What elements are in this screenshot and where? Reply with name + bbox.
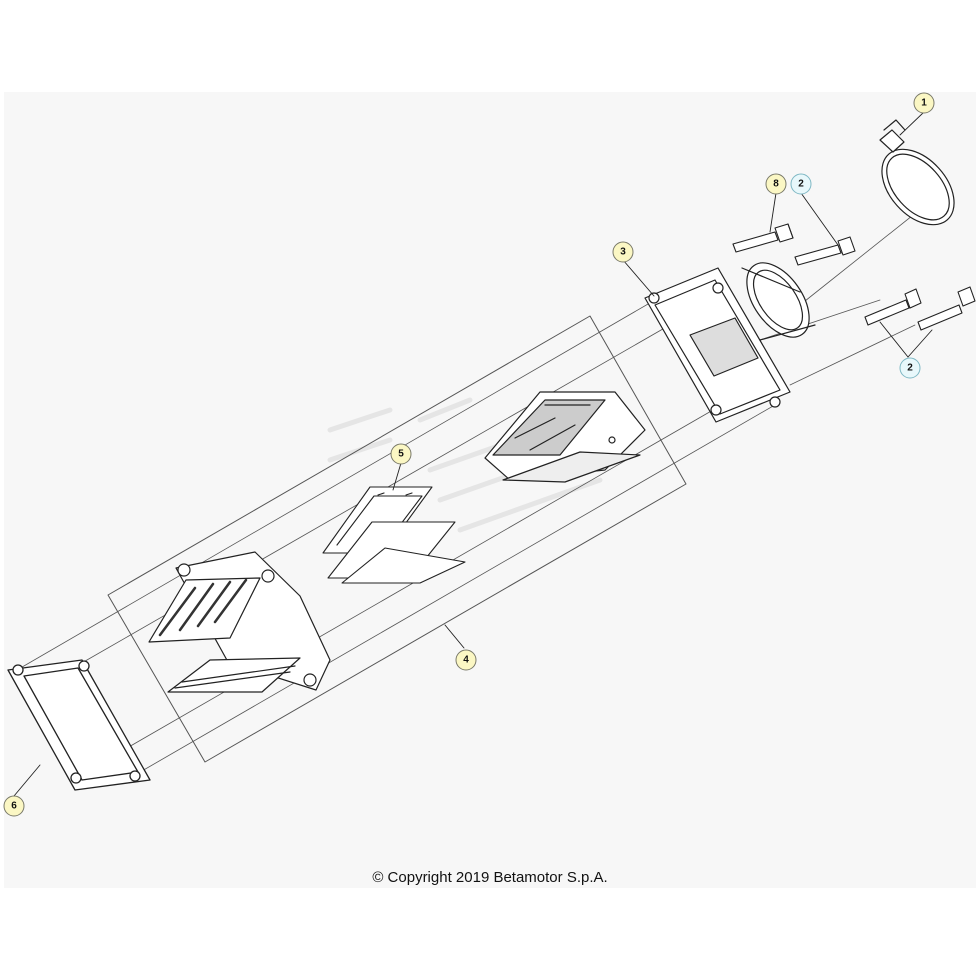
callout-2-lower-label: 2 bbox=[907, 363, 913, 374]
reed-block bbox=[148, 551, 331, 693]
callout-3-label: 3 bbox=[620, 247, 626, 258]
callout-4-badge bbox=[455, 649, 477, 671]
callout-8: 8 bbox=[765, 173, 787, 195]
callout-2-lower-badge bbox=[899, 357, 921, 379]
intake-manifold bbox=[644, 262, 816, 423]
callout-8-badge bbox=[765, 173, 787, 195]
callout-1: 1 bbox=[913, 92, 935, 114]
reed-petals bbox=[322, 486, 466, 584]
drawing-sheet bbox=[4, 92, 976, 888]
callout-2-lower: 2 bbox=[899, 357, 921, 379]
callout-6-badge bbox=[3, 795, 25, 817]
bolt-8 bbox=[732, 223, 794, 253]
callout-4: 4 bbox=[455, 649, 477, 671]
reed-cage-upper bbox=[484, 391, 646, 483]
bolt-2-lower-b bbox=[917, 286, 976, 331]
callout-5-label: 5 bbox=[398, 449, 404, 460]
callout-1-label: 1 bbox=[921, 98, 927, 109]
leader-lines bbox=[13, 111, 933, 797]
copyright-notice: © Copyright 2019 Betamotor S.p.A. bbox=[372, 869, 608, 886]
bolt-2-lower-a bbox=[864, 288, 922, 326]
callout-3: 3 bbox=[612, 241, 634, 263]
gasket bbox=[7, 659, 151, 791]
bolt-2-upper bbox=[794, 236, 856, 266]
callout-1-badge bbox=[913, 92, 935, 114]
callout-3-badge bbox=[612, 241, 634, 263]
reed-valve-assembly-outline bbox=[107, 315, 687, 763]
callout-2-upper-label: 2 bbox=[798, 179, 804, 190]
callout-8-label: 8 bbox=[773, 179, 779, 190]
callout-6: 6 bbox=[3, 795, 25, 817]
callout-2-upper: 2 bbox=[790, 173, 812, 195]
callout-6-label: 6 bbox=[11, 801, 17, 812]
callout-5: 5 bbox=[390, 443, 412, 465]
callout-4-label: 4 bbox=[463, 655, 469, 666]
hose-clamp bbox=[879, 119, 955, 226]
callout-5-badge bbox=[390, 443, 412, 465]
callout-2-upper-badge bbox=[790, 173, 812, 195]
